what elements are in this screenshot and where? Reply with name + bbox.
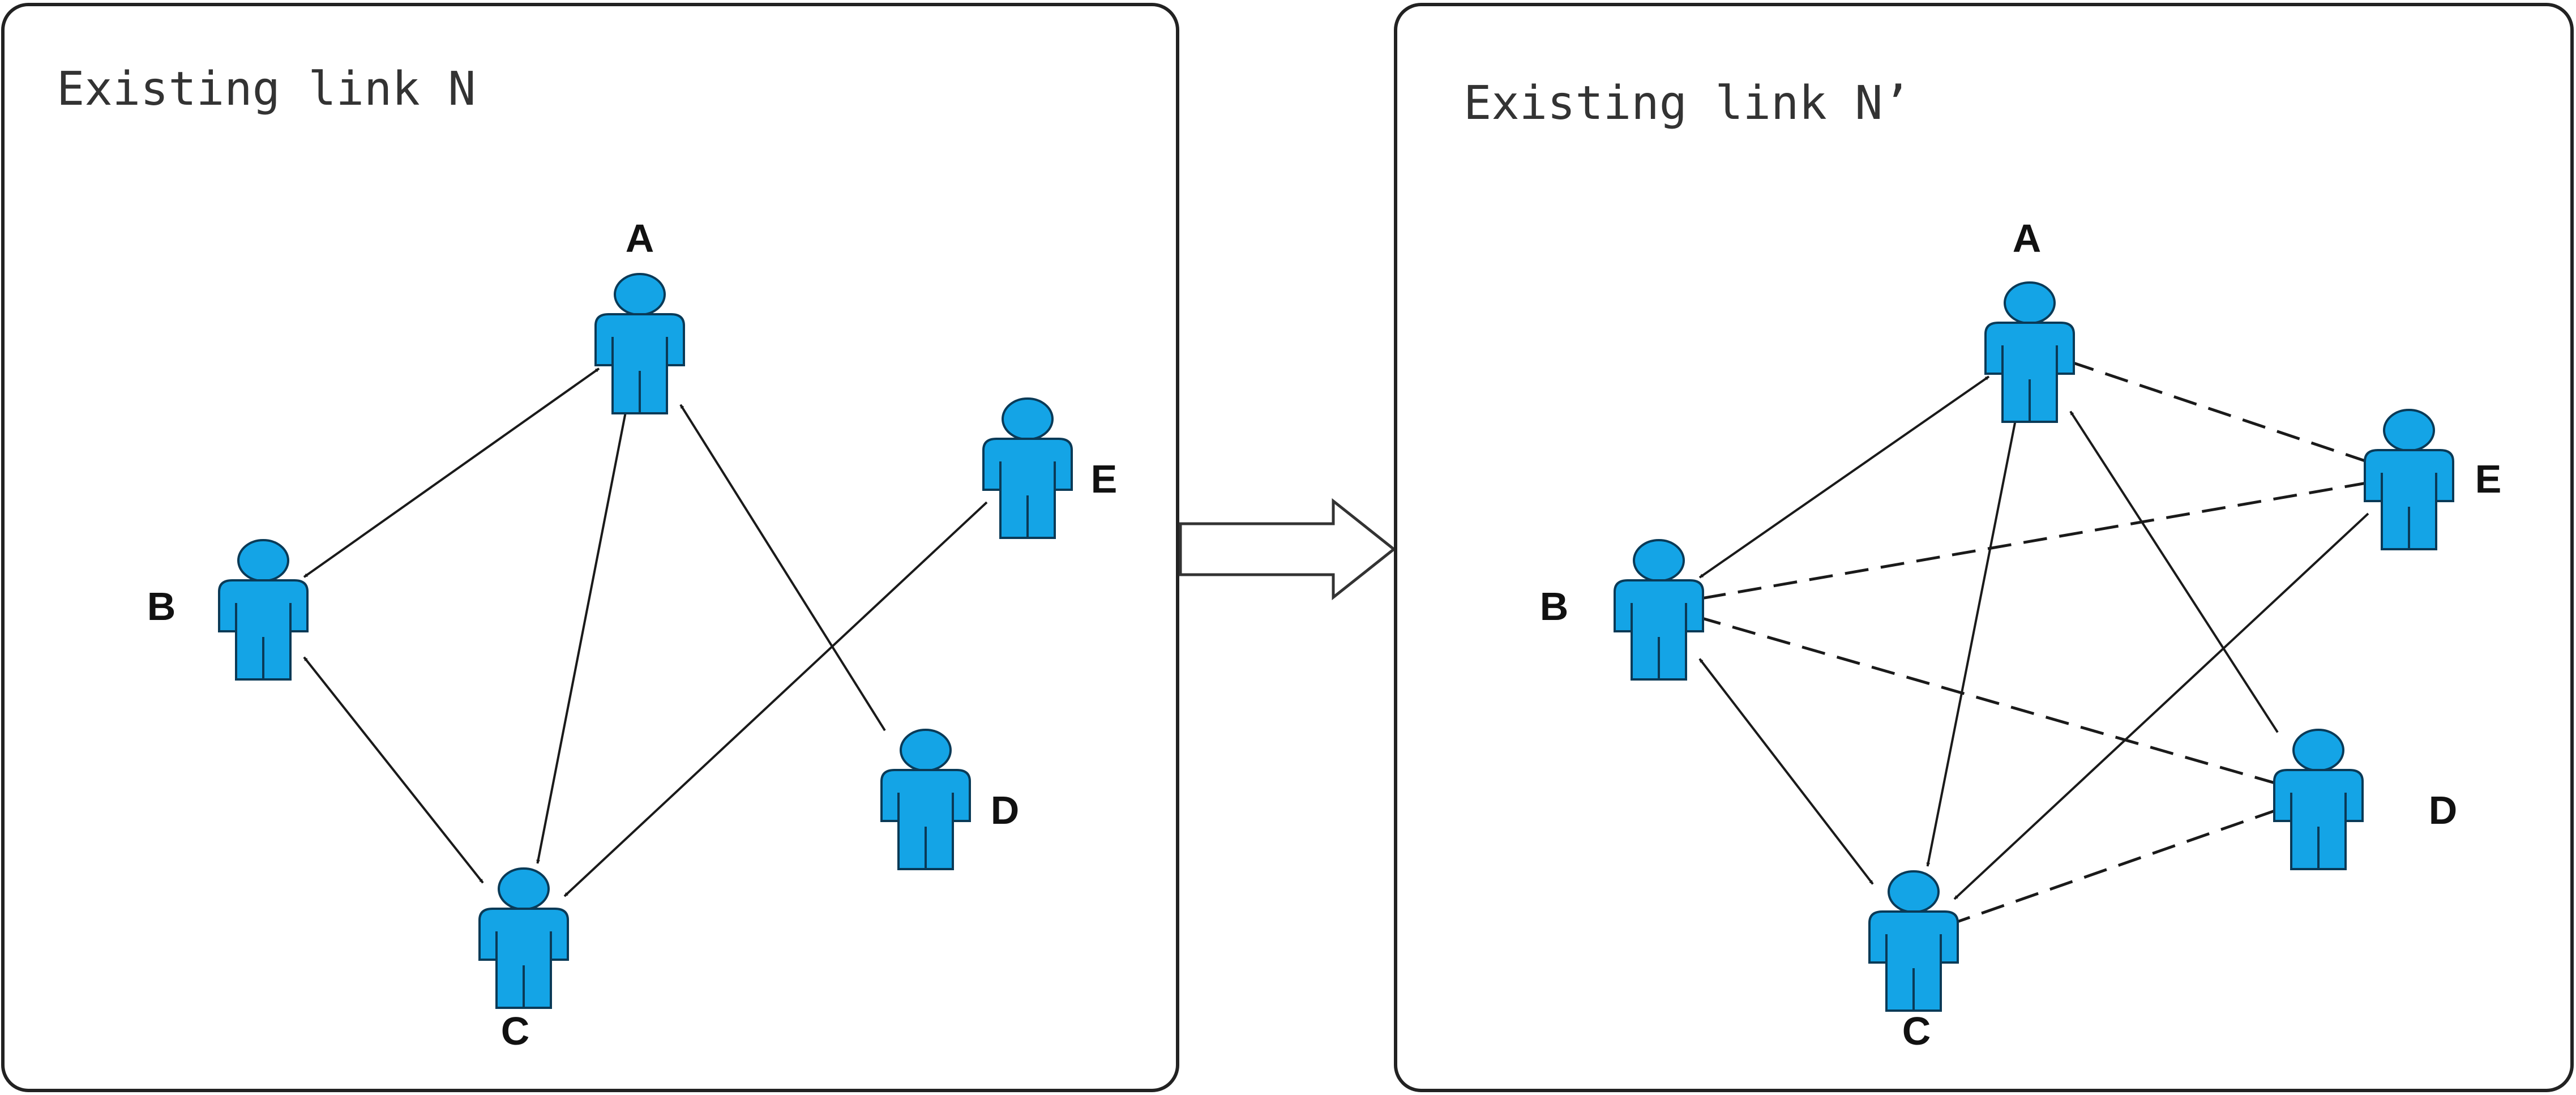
person-icon [880,729,971,870]
edge-d-a [2069,410,2279,733]
edge-b-c [303,656,484,884]
node-label: B [1540,584,1569,628]
person-icon [2364,409,2454,550]
panel-right: Existing link N’ A B C D E [1394,3,2574,1092]
edge-a-c [1926,418,2017,867]
node-label: D [991,788,1020,832]
panel-right-nodes: A B C D E [1540,216,2502,1053]
panel-right-title: Existing link N’ [1464,76,1911,130]
node-a: A [594,216,685,414]
panel-left: Existing link N A B C D E [1,3,1179,1092]
edge-b-c [1698,658,1874,885]
node-label: C [1902,1009,1931,1053]
node-label: E [1091,457,1118,501]
node-c: C [478,867,569,1053]
edge-d-c [1954,808,2278,925]
edge-e-a [2070,360,2369,464]
node-b: B [147,539,309,681]
node-label: E [2475,457,2502,501]
edge-a-b [303,367,600,578]
panel-left-title: Existing link N [57,62,476,116]
panel-left-edges [303,367,988,897]
person-icon [2273,729,2364,870]
node-b: B [1540,539,1704,681]
node-label: A [2013,216,2042,260]
hollow-right-arrow-icon [1179,498,1397,601]
node-c: C [1868,870,1959,1053]
node-a: A [1984,216,2075,423]
node-d: D [2273,729,2458,870]
edge-d-a [679,404,886,732]
person-icon [594,273,685,414]
panel-left-frame [1,3,1179,1092]
edge-e-c [563,501,988,897]
person-icon [478,867,569,1009]
person-icon [982,397,1073,539]
node-d: D [880,729,1020,870]
panel-left-nodes: A B C D E [147,216,1118,1053]
transition-arrow [1179,498,1397,601]
node-label: B [147,584,176,628]
person-icon [1984,281,2075,423]
node-label: A [626,216,654,260]
person-icon [1614,539,1704,681]
node-label: D [2429,788,2458,832]
edge-a-c [536,410,627,864]
edge-d-b [1699,616,2278,785]
node-e: E [2364,409,2502,550]
node-label: C [501,1009,530,1053]
edge-a-b [1698,375,1990,579]
panel-right-edges [1698,360,2369,925]
person-icon [1868,870,1959,1012]
edge-e-c [1953,512,2369,900]
edge-e-b [1699,481,2369,600]
node-e: E [982,397,1118,539]
person-icon [218,539,309,681]
